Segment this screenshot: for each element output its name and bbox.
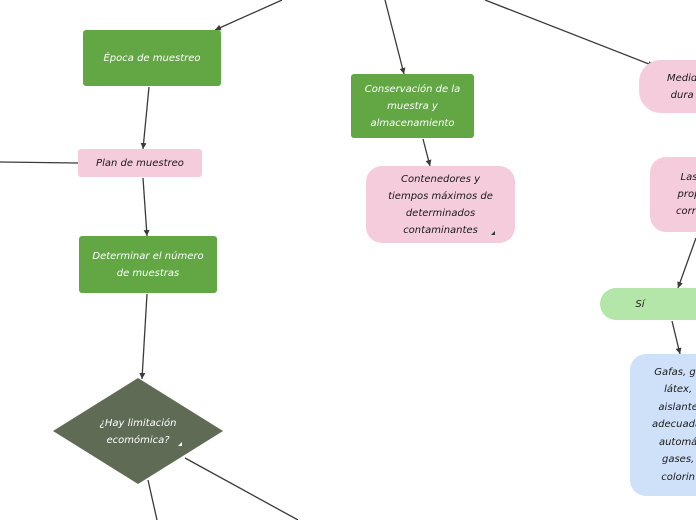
node-medidas-partial[interactable]: Medid dura <box>639 60 696 113</box>
connector-left-to-plan <box>0 161 79 164</box>
node-si[interactable]: Sí <box>600 288 696 320</box>
node-limitacion-label: ¿Hay limitación ecomómica? <box>99 418 177 446</box>
node-contenedores-label: Contenedores y tiempos máximos de determ… <box>388 173 493 236</box>
connector-plan-to-determinar <box>142 177 150 237</box>
node-limitacion-economica[interactable]: ¿Hay limitación ecomómica? <box>78 412 198 452</box>
limitacion-collapse-marker[interactable] <box>178 442 182 446</box>
node-epoca-label: Época de muestreo <box>103 52 201 64</box>
node-determinar-numero[interactable]: Determinar el número de muestras <box>79 236 217 293</box>
node-conservacion[interactable]: Conservación de la muestra y almacenamie… <box>351 74 474 138</box>
connector-las-to-si <box>677 237 696 289</box>
node-epoca-de-muestreo[interactable]: Época de muestreo <box>83 30 221 86</box>
connector-root-to-conservacion <box>384 0 406 75</box>
node-plan-label: Plan de muestreo <box>96 157 184 169</box>
connector-limitacion-down <box>147 479 158 520</box>
node-contenedores[interactable]: Contenedores y tiempos máximos de determ… <box>366 166 515 243</box>
contenedores-collapse-marker[interactable] <box>491 231 495 235</box>
connector-limitacion-right <box>184 457 299 520</box>
connector-epoca-to-plan <box>140 86 150 150</box>
node-si-label: Sí <box>635 298 645 310</box>
node-determinar-label: Determinar el número de muestras <box>92 250 204 279</box>
node-medidas-label: Medid dura <box>667 72 696 101</box>
node-conservacion-label: Conservación de la muestra y almacenamie… <box>364 83 461 129</box>
connector-root-to-medidas <box>484 0 655 67</box>
node-las-label: Las prop corro <box>676 172 696 217</box>
node-las-partial[interactable]: Las prop corro <box>650 157 696 232</box>
connector-determinar-to-limitacion <box>139 293 148 380</box>
connector-conservacion-to-contenedores <box>422 138 432 167</box>
connector-root-to-epoca <box>214 0 283 31</box>
limitacion-diamond-shape <box>53 378 223 484</box>
connector-si-to-gafas <box>671 320 682 355</box>
node-plan-de-muestreo[interactable]: Plan de muestreo <box>78 149 202 177</box>
